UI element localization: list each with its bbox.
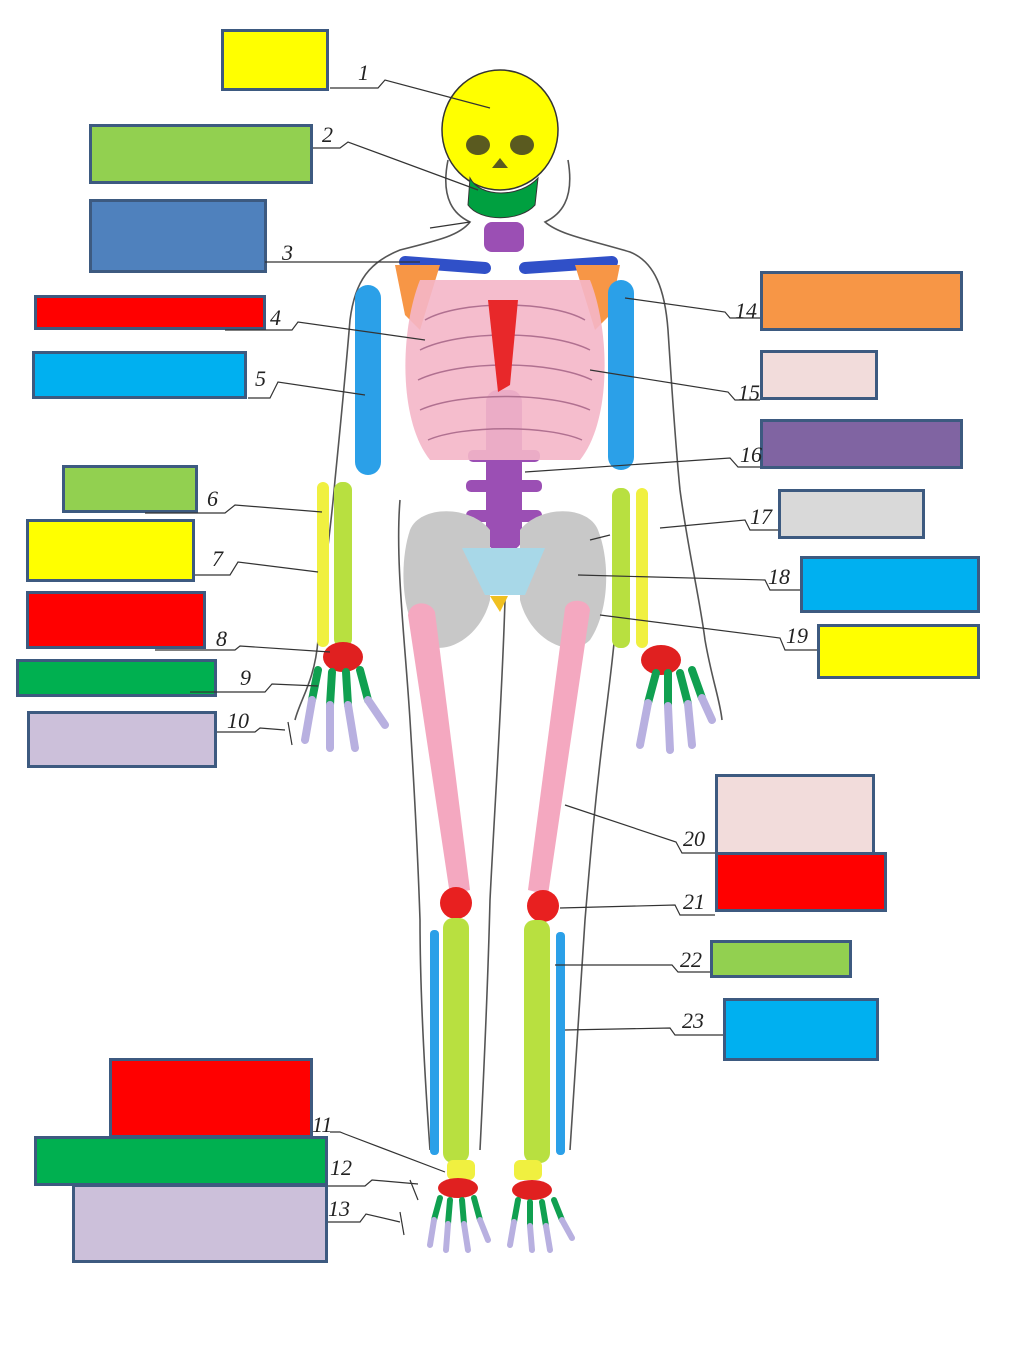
number-17: 17	[750, 504, 773, 529]
label-box-7	[26, 519, 195, 582]
femur	[408, 600, 590, 895]
number-10: 10	[227, 708, 249, 733]
number-7: 7	[212, 546, 224, 571]
number-4: 4	[270, 305, 281, 330]
number-labels: 1 2 3 4 5 6 7 8 9 10 11 12 13 14 15 16 1…	[207, 60, 808, 1221]
label-box-11	[109, 1058, 313, 1138]
number-23: 23	[682, 1008, 704, 1033]
label-box-5	[32, 351, 247, 399]
label-box-16	[760, 419, 963, 469]
number-11: 11	[312, 1112, 332, 1137]
number-18: 18	[768, 564, 790, 589]
number-9: 9	[240, 665, 251, 690]
label-box-3	[89, 199, 267, 273]
lower-leg	[430, 918, 565, 1163]
label-box-6	[62, 465, 198, 513]
label-box-2	[89, 124, 313, 184]
label-box-19	[817, 624, 980, 679]
label-box-22	[710, 940, 852, 978]
label-box-15	[760, 350, 878, 400]
skull	[441, 69, 559, 219]
forearm	[317, 482, 648, 648]
patella	[440, 887, 559, 922]
label-box-17	[778, 489, 925, 539]
number-12: 12	[330, 1155, 352, 1180]
number-14: 14	[735, 298, 757, 323]
label-box-21	[715, 852, 887, 912]
number-13: 13	[328, 1196, 350, 1221]
label-box-23	[723, 998, 879, 1061]
clavicle	[399, 256, 618, 274]
number-6: 6	[207, 486, 218, 511]
number-16: 16	[740, 442, 762, 467]
number-1: 1	[358, 60, 369, 85]
label-box-4	[34, 295, 266, 330]
number-8: 8	[216, 626, 227, 651]
number-19: 19	[786, 623, 808, 648]
hands	[301, 642, 716, 754]
number-15: 15	[738, 380, 760, 405]
feet	[427, 1160, 575, 1253]
label-box-8	[26, 591, 206, 649]
number-21: 21	[683, 889, 705, 914]
label-box-13	[72, 1184, 328, 1263]
leader-lines	[145, 79, 817, 1236]
label-box-14	[760, 271, 963, 331]
label-box-9	[16, 659, 217, 697]
number-22: 22	[680, 947, 702, 972]
sternum	[488, 300, 518, 392]
number-20: 20	[683, 826, 705, 851]
number-3: 3	[281, 240, 293, 265]
number-2: 2	[322, 122, 333, 147]
number-5: 5	[255, 366, 266, 391]
label-box-18	[800, 556, 980, 613]
label-box-20	[715, 774, 875, 856]
label-box-10	[27, 711, 217, 768]
label-box-1	[221, 29, 329, 91]
